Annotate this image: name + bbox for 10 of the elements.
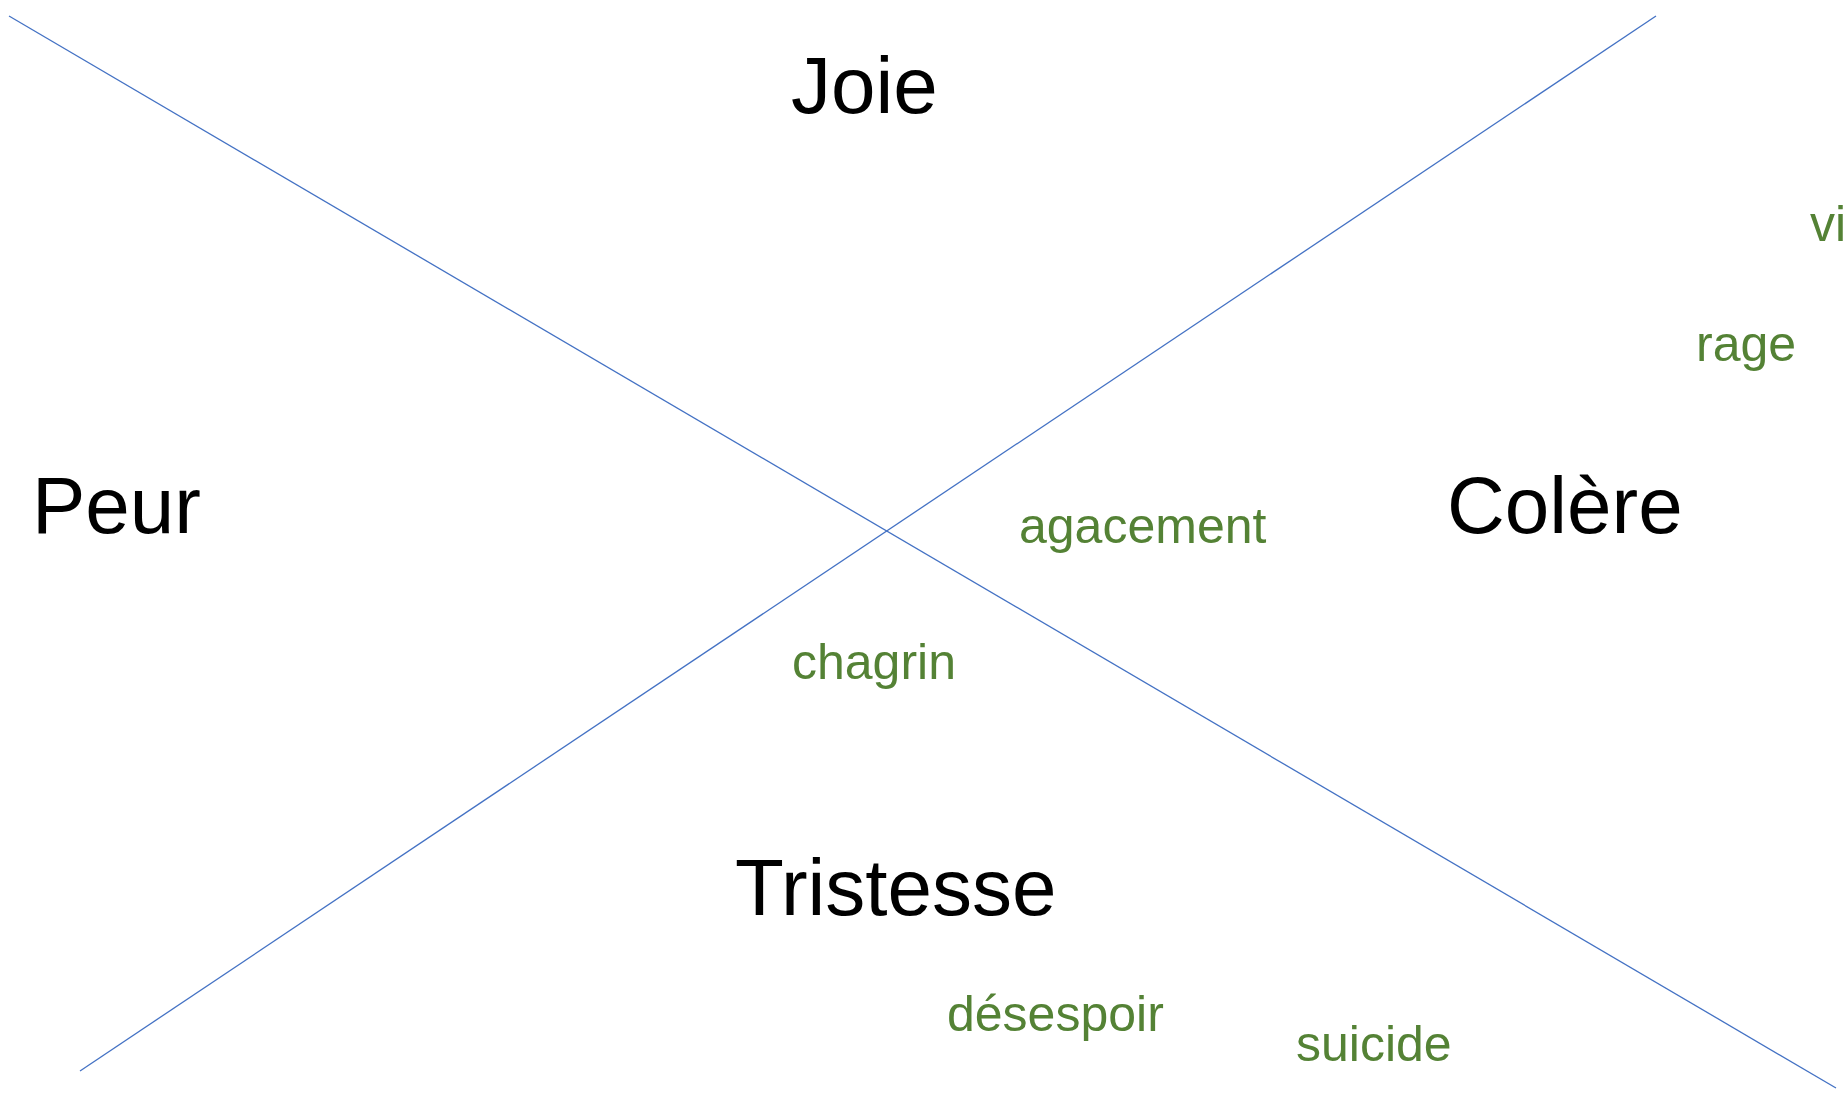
intensity-label: suicide	[1296, 1019, 1452, 1069]
intensity-label: désespoir	[947, 989, 1164, 1039]
emotion-label: Tristesse	[735, 848, 1057, 928]
emotion-label: Peur	[32, 466, 201, 546]
intensity-label: vi	[1810, 199, 1845, 249]
intensity-label: chagrin	[792, 637, 956, 687]
intensity-label: agacement	[1019, 501, 1267, 551]
intensity-label: rage	[1696, 319, 1797, 369]
emotion-label: Colère	[1447, 466, 1683, 546]
emotion-label: Joie	[791, 46, 938, 126]
